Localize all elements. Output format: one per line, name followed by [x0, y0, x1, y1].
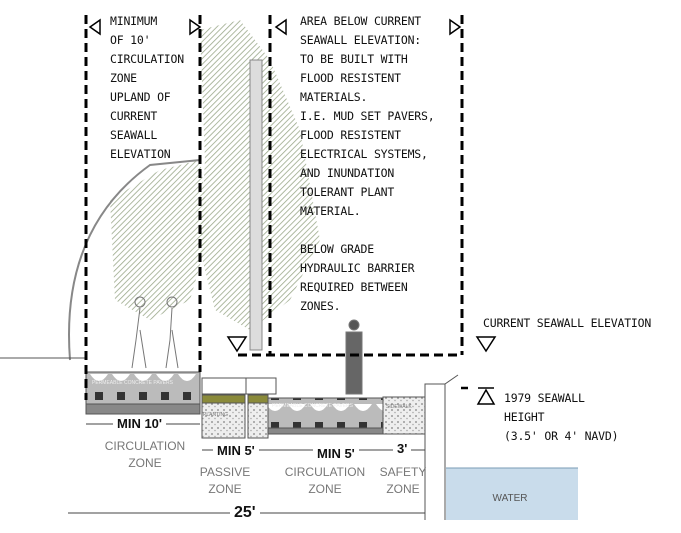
- current-elevation-label: CURRENT SEAWALL ELEVATION: [483, 316, 652, 330]
- dim-min10: MIN 10': [113, 416, 166, 431]
- dim-3ft: 3': [393, 441, 412, 456]
- water-label: WATER: [492, 493, 528, 504]
- seawall-1979-label: 1979 SEAWALL HEIGHT (3.5' OR 4' NAVD): [504, 391, 619, 443]
- circulation-zone-label-2: CIRCULATION ZONE: [284, 465, 366, 496]
- safety-zone-label: SAFETY ZONE: [379, 465, 427, 496]
- below-elevation-note: AREA BELOW CURRENT SEAWALL ELEVATION: TO…: [300, 14, 435, 313]
- zone-dashed-lines: [84, 15, 464, 400]
- paver-label-2: PERMEABLE CONCRETE PAVERS: [272, 403, 353, 409]
- passive-zone-label: PASSIVE ZONE: [199, 465, 251, 496]
- ground-section: [0, 357, 578, 520]
- dim-min5-passive: MIN 5': [213, 443, 259, 458]
- sidewalk-label: SIDEWALK: [386, 404, 412, 410]
- upland-zone-note: MINIMUM OF 10' CIRCULATION ZONE UPLAND O…: [110, 14, 184, 161]
- pedestrians: [131, 296, 363, 395]
- circulation-zone-label-1: CIRCULATION ZONE: [104, 439, 186, 470]
- paver-label-1: PERMEABLE CONCRETE PAVERS: [92, 380, 173, 386]
- dim-25ft: 25': [230, 504, 260, 522]
- tree-canopy: [68, 20, 320, 361]
- planting-label: PLANTING: [203, 412, 229, 418]
- elevation-markers: [88, 18, 497, 405]
- dim-min5-circulation: MIN 5': [313, 446, 359, 461]
